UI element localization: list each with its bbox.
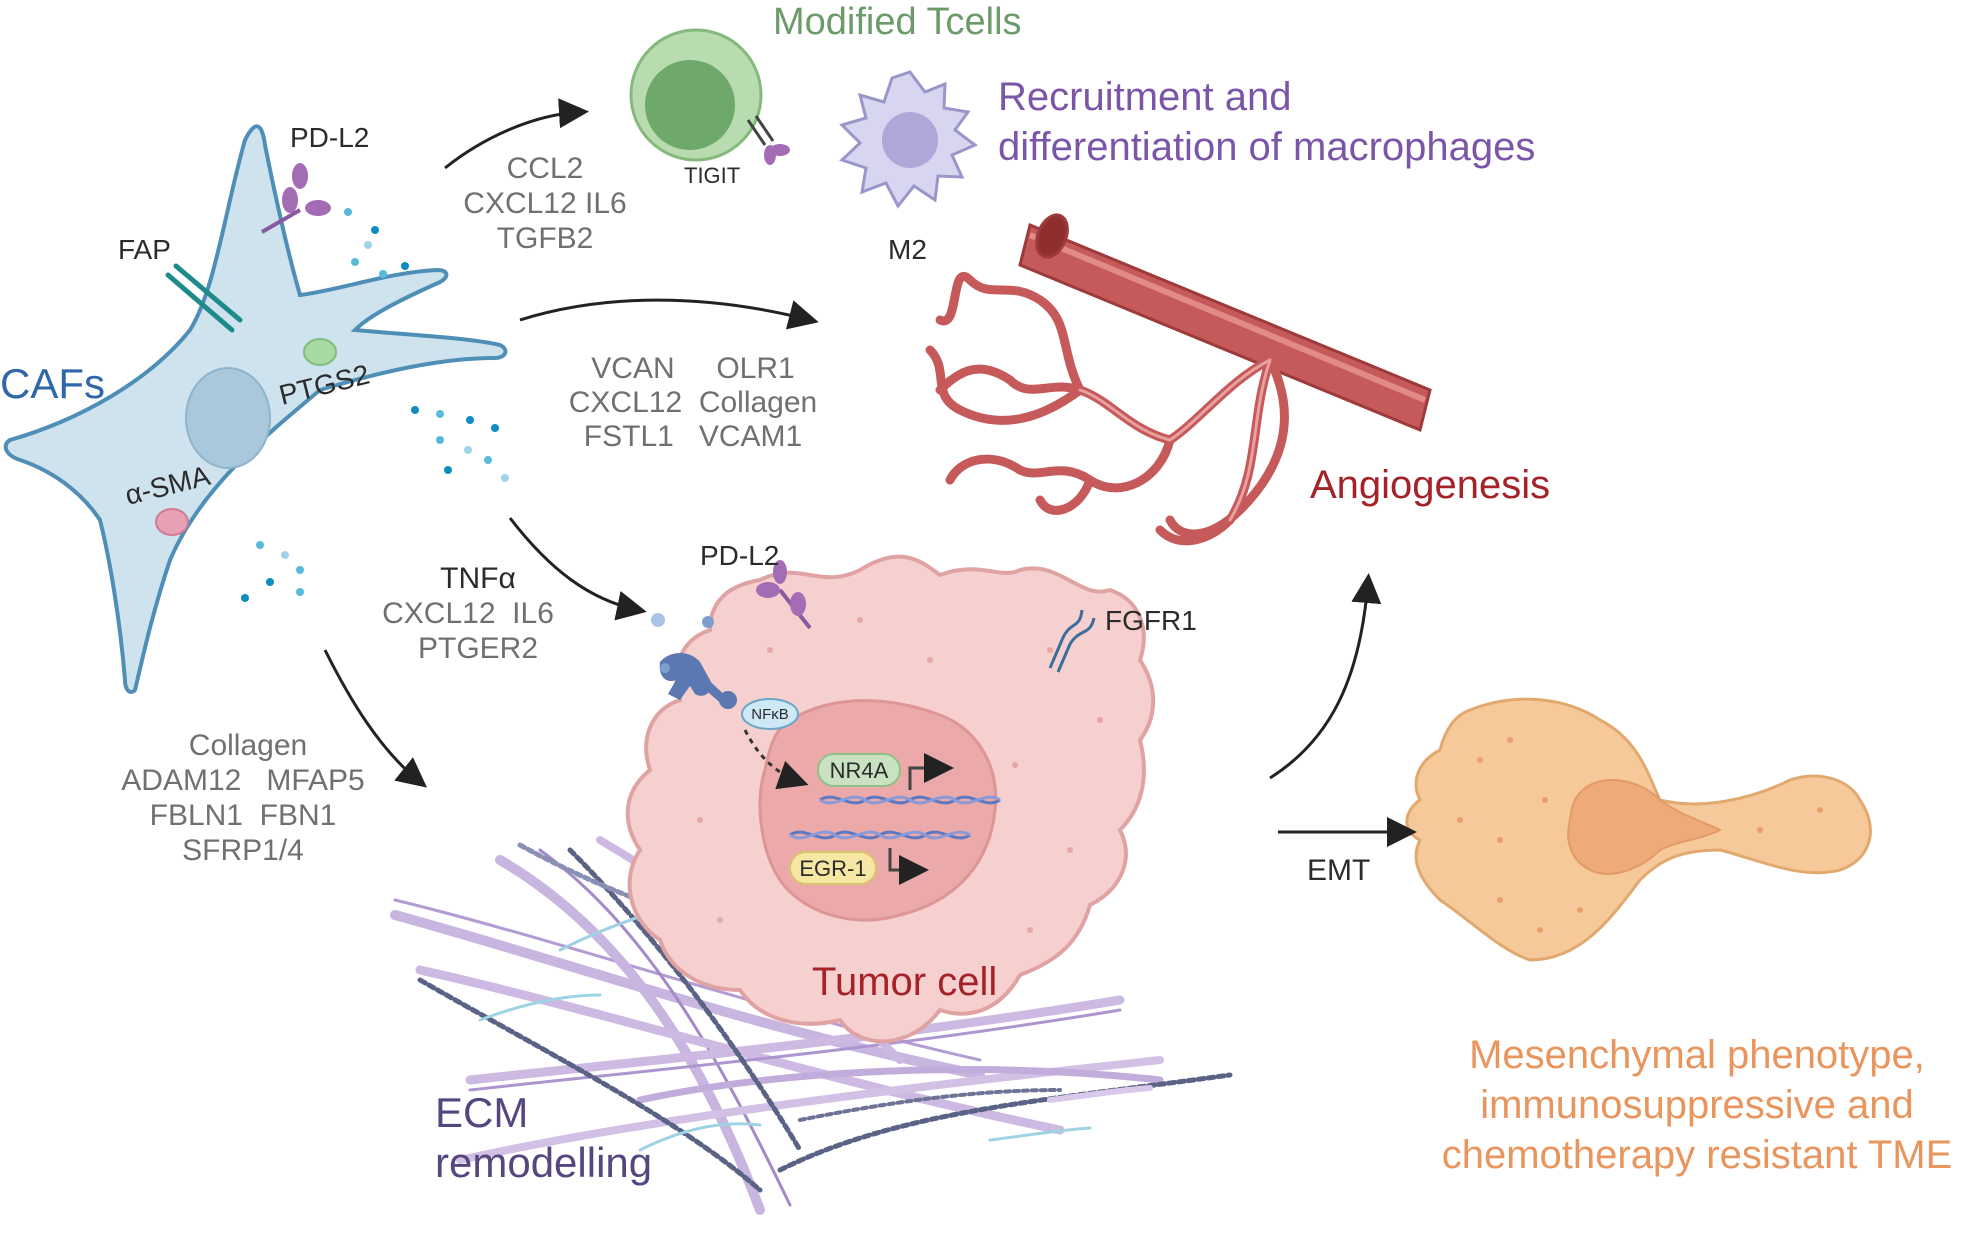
arrow-to-tcells: [444, 98, 589, 170]
ecm-factor-2: ADAM12 MFAP5: [121, 764, 364, 797]
mesenchymal-cell: [1405, 697, 1872, 962]
macrophage-title-line2: differentiation of macrophages: [998, 125, 1535, 169]
angio-factor-3: FSTL1 VCAM1: [584, 420, 802, 453]
modified-tcells-label: Modified Tcells: [773, 1, 1022, 43]
arrow-to-tumor: [508, 517, 647, 621]
tigit-receptor-icon: [746, 115, 790, 165]
nfkb-translocation-arrow: [743, 729, 809, 790]
tigit-label: TIGIT: [684, 163, 740, 188]
macrophage-title-line1: Recruitment and: [998, 75, 1291, 119]
pd-l2-caf-receptor-icon: [260, 163, 331, 234]
ecm-label-line1: ECM: [435, 1089, 528, 1136]
blood-vessel: [925, 213, 1432, 546]
outcome-line3: chemotherapy resistant TME: [1442, 1133, 1953, 1177]
egr1-badge: [789, 851, 877, 885]
nfkb-badge: [741, 698, 799, 730]
pd-l2-tumor-receptor-icon: [756, 560, 812, 630]
angiogenesis-label: Angiogenesis: [1310, 463, 1550, 507]
ptgs2-granule: [303, 338, 337, 366]
fgfr1-receptor-icon: [1048, 609, 1096, 673]
ecm-factor-1: Collagen: [189, 729, 307, 762]
tumor-cell-label: Tumor cell: [812, 960, 997, 1004]
caf-nucleus: [185, 367, 271, 469]
secretion-dots: [241, 208, 509, 602]
fap-label: FAP: [118, 234, 171, 265]
tcell-factor-1: CCL2: [507, 152, 584, 185]
ecm-factor-3: FBLN1 FBN1: [150, 799, 337, 832]
nfkb-label: NFκB: [751, 706, 789, 723]
tumor-factor-2: PTGER2: [418, 632, 538, 665]
modified-tcell: [629, 28, 790, 165]
m2-macrophage: [839, 70, 978, 209]
arrow-to-ecm: [323, 649, 428, 788]
tumor-factor-head: TNFα: [440, 562, 516, 595]
cafs-label: CAFs: [0, 360, 105, 407]
fap-receptor-icon: [165, 263, 243, 333]
tumor-cell: [625, 554, 1156, 1044]
outcome-line2: immunosuppressive and: [1480, 1083, 1914, 1127]
alpha-sma-granule: [155, 508, 189, 536]
egr1-label: EGR-1: [799, 856, 866, 881]
tumor-cytoplasm-speckles: [697, 617, 1103, 933]
tcell-factor-3: TGFB2: [497, 222, 594, 255]
dna-strand-lower: [789, 830, 971, 840]
m2-label: M2: [888, 234, 927, 265]
ecm-factor-4: SFRP1/4: [182, 834, 304, 867]
fgfr1-label: FGFR1: [1105, 605, 1197, 636]
mesenchymal-speckles: [1457, 737, 1823, 933]
tcell-factor-2: CXCL12 IL6: [463, 187, 626, 220]
dna-strand-upper: [819, 795, 1001, 805]
angio-factor-1: VCAN OLR1: [591, 352, 794, 385]
ecm-label-line2: remodelling: [435, 1139, 652, 1186]
arrow-to-angiogenesis: [519, 298, 819, 330]
egr1-promoter-arrow-icon: [888, 848, 929, 885]
nr4a-label: NR4A: [830, 758, 889, 783]
tumor-factor-1: CXCL12 IL6: [382, 597, 554, 630]
outcome-line1: Mesenchymal phenotype,: [1469, 1033, 1925, 1077]
angio-factor-2: CXCL12 Collagen: [569, 386, 817, 419]
arrows: [323, 98, 1417, 847]
arrow-tumor-to-angiogenesis: [1269, 573, 1382, 780]
pd-l2-tumor-label: PD-L2: [700, 540, 779, 571]
caf-cell: [3, 124, 508, 694]
tnf-receptor-icon: [659, 653, 737, 709]
nr4a-badge: [817, 753, 901, 787]
emt-label: EMT: [1307, 854, 1370, 887]
pd-l2-caf-label: PD-L2: [290, 122, 369, 153]
nr4a-promoter-arrow-icon: [908, 753, 954, 790]
